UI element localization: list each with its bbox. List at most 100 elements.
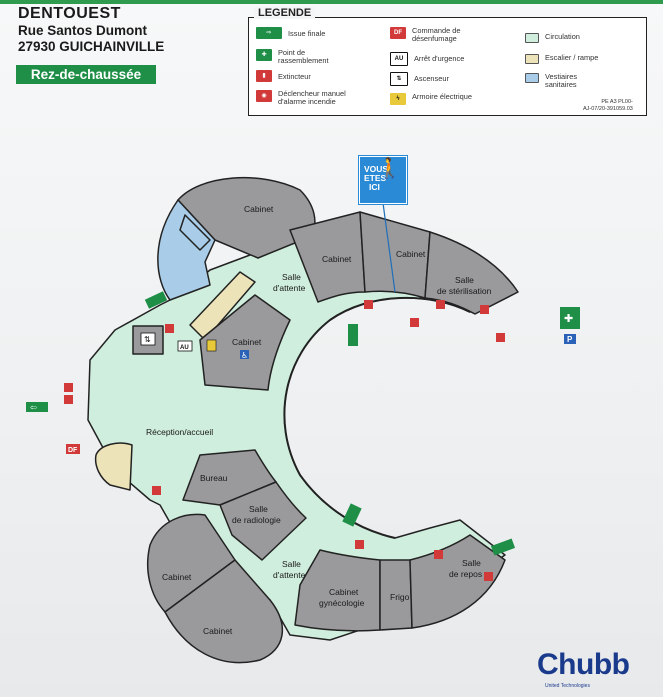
floor-badge: Rez-de-chaussée: [16, 65, 156, 84]
legend-item-smoke: DF Commande de désenfumage: [390, 26, 510, 44]
stairs-swatch: [525, 54, 539, 64]
extinguisher-icon: [436, 300, 445, 309]
room-radiologie: [219, 481, 307, 561]
legend-label: Circulation: [545, 32, 580, 41]
person-icon: 🚶: [377, 158, 402, 180]
stairs-lower: [94, 442, 133, 491]
legend-item-assembly: ✚ Point de rassemblement: [256, 48, 376, 66]
legend-label: Déclencheur manuel d'alarme incendie: [278, 89, 346, 107]
room-label: Cabinet: [244, 204, 274, 214]
extinguisher-icon: ▮: [256, 70, 272, 82]
legend-item-sanitary: Vestiaires sanitaires: [525, 72, 635, 90]
legend-item-stairs: Escalier / rampe: [525, 53, 635, 64]
room-label: Bureau: [200, 473, 228, 483]
exit-icon: [342, 503, 362, 527]
you-are-here-text: ETES: [364, 173, 387, 183]
city-address: 27930 GUICHAINVILLE: [18, 39, 165, 54]
alarm-icon: [480, 305, 489, 314]
extinguisher-icon: [152, 486, 161, 495]
you-are-here-text: VOUS: [364, 164, 389, 174]
room-salle-repos: [409, 534, 506, 629]
site-header: DENTOUEST Rue Santos Dumont 27930 GUICHA…: [18, 5, 238, 55]
room-label: Réception/accueil: [146, 427, 213, 437]
company-name: DENTOUEST: [18, 5, 121, 22]
electrical-cabinet-icon: ϟ: [390, 93, 406, 105]
extinguisher-icon: [165, 324, 174, 333]
alarm-icon: [410, 318, 419, 327]
sanitary-room: [157, 199, 216, 301]
legend-item-elevator: ⇅ Ascenseur: [390, 72, 510, 86]
circulation-swatch: [525, 33, 539, 43]
svg-text:♿: ♿: [241, 351, 248, 360]
room-label: Cabinet: [203, 626, 233, 636]
alarm-icon: [64, 383, 73, 392]
sanitary-room-small: [179, 214, 211, 251]
electrical-cabinet-icon: [206, 339, 217, 352]
top-green-border: [0, 0, 663, 4]
reference-line: PE A3 PL00-: [601, 99, 633, 105]
room-label: Cabinet: [162, 572, 192, 582]
room-label: Frigo: [390, 592, 410, 602]
extinguisher-icon: [364, 300, 373, 309]
assembly-point-icon: ✚: [560, 307, 580, 329]
legend-label: Escalier / rampe: [545, 53, 599, 62]
alarm-icon: [484, 572, 493, 581]
legend-item-circulation: Circulation: [525, 32, 635, 43]
exit-icon: [490, 538, 516, 556]
legend-box: [248, 17, 647, 116]
svg-text:DF: DF: [68, 447, 78, 454]
fire-equipment-group: [64, 300, 505, 581]
extinguisher-icon: [434, 550, 443, 559]
room-label: Cabinet: [232, 337, 262, 347]
you-are-here-marker: VOUS ETES ICI 🚶: [359, 156, 407, 204]
svg-text:⇦: ⇦: [30, 403, 37, 412]
svg-text:P: P: [567, 335, 573, 344]
alarm-icon: ◉: [256, 90, 272, 102]
legend-label: Point de rassemblement: [278, 48, 329, 66]
emergency-stop-icon: AU: [390, 52, 408, 66]
room-cabinet-bl2: [164, 559, 284, 664]
legend-item-alarm: ◉ Déclencheur manuel d'alarme incendie: [256, 89, 386, 107]
legend-item-extinguisher: ▮ Extincteur: [256, 70, 376, 82]
extinguisher-icon: [496, 333, 505, 342]
legend-item-exit: ⇨ Issue finale: [256, 27, 376, 39]
legend-label: Commande de désenfumage: [412, 26, 461, 44]
sanitary-swatch: [525, 73, 539, 83]
legend-label: Vestiaires sanitaires: [545, 72, 578, 90]
legend-item-electrical: ϟ Armoire électrique: [390, 92, 510, 105]
svg-text:AU: AU: [180, 345, 189, 351]
brand-logo: Chubb: [537, 648, 630, 681]
you-are-here-text: ICI: [369, 182, 380, 192]
legend-label: Armoire électrique: [412, 92, 472, 101]
reference-line: AJ-07/20-391059.03: [583, 105, 633, 112]
street-address: Rue Santos Dumont: [18, 23, 148, 38]
legend-item-emergency-stop: AU Arrêt d'urgence: [390, 52, 510, 66]
extinguisher-icon: [64, 395, 73, 404]
svg-text:✚: ✚: [564, 313, 573, 325]
smoke-control-icon: DF: [390, 27, 406, 39]
legend-title: LEGENDE: [254, 7, 316, 19]
room-label: Cabinet: [322, 254, 352, 264]
assembly-point-icon: ✚: [256, 49, 272, 61]
elevator-icon: ⇅: [140, 332, 156, 346]
room-label: Cabinet: [396, 249, 426, 259]
elevator-icon: ⇅: [390, 72, 408, 86]
emergency-stop-icon: AU: [177, 340, 193, 352]
exit-icon: ⇦: [26, 402, 48, 412]
svg-text:⇅: ⇅: [144, 335, 151, 344]
brand-subtitle: United Technologies: [545, 683, 590, 689]
exit-icon: [144, 291, 168, 309]
room-cabinet-center: [199, 294, 291, 391]
accessibility-icon: ♿: [240, 350, 249, 360]
legend-label: Ascenseur: [414, 74, 449, 83]
evacuation-route: [382, 202, 396, 293]
extinguisher-icon: [355, 540, 364, 549]
inner-courtyard: [283, 296, 471, 539]
legend-label: Arrêt d'urgence: [414, 54, 465, 63]
